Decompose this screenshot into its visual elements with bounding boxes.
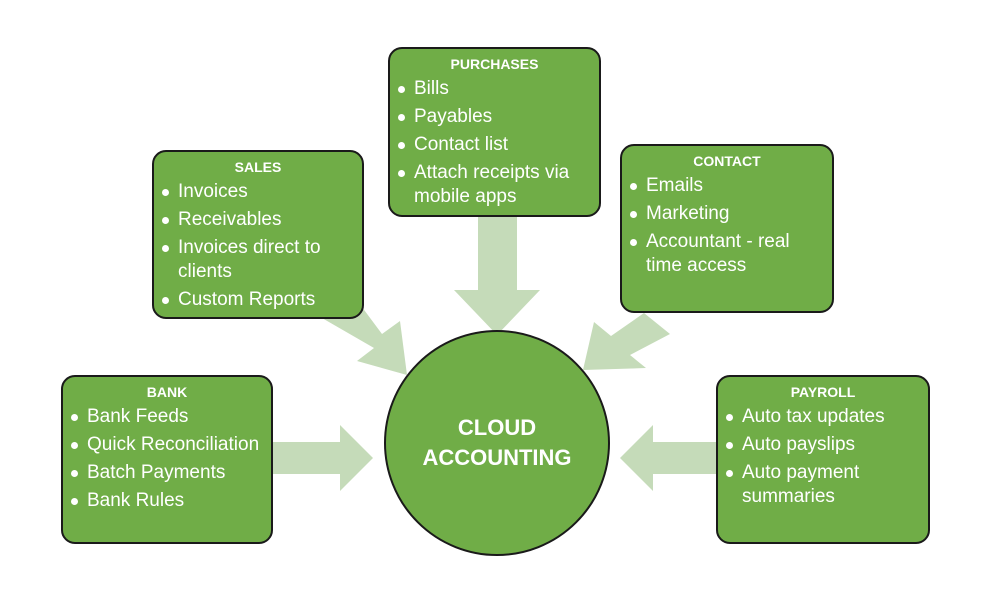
contact-item: Emails: [622, 174, 832, 198]
arrow-purchases-to-center: [454, 217, 540, 335]
purchases-box: PURCHASES Bills Payables Contact list At…: [388, 47, 601, 217]
bank-list: Bank Feeds Quick Reconciliation Batch Pa…: [63, 405, 271, 513]
arrow-payroll-to-center: [620, 425, 716, 491]
sales-item: Receivables: [154, 208, 362, 232]
payroll-title: PAYROLL: [790, 384, 856, 400]
bank-item: Bank Rules: [63, 489, 271, 513]
bank-box: BANK Bank Feeds Quick Reconciliation Bat…: [61, 375, 273, 544]
sales-item: Custom Reports: [154, 288, 362, 312]
arrow-bank-to-center: [273, 425, 373, 491]
bank-item: Quick Reconciliation: [63, 433, 271, 457]
sales-item: Invoices direct to clients: [154, 236, 362, 284]
contact-item: Marketing: [622, 202, 832, 226]
center-circle: CLOUD ACCOUNTING: [384, 330, 610, 556]
purchases-list: Bills Payables Contact list Attach recei…: [390, 77, 599, 209]
sales-box: SALES Invoices Receivables Invoices dire…: [152, 150, 364, 319]
sales-list: Invoices Receivables Invoices direct to …: [154, 180, 362, 312]
sales-title: SALES: [234, 159, 282, 175]
bank-item: Bank Feeds: [63, 405, 271, 429]
contact-item: Accountant - real time access: [622, 230, 832, 278]
payroll-list: Auto tax updates Auto payslips Auto paym…: [718, 405, 928, 509]
purchases-item: Payables: [390, 105, 599, 129]
payroll-item: Auto payment summaries: [718, 461, 928, 509]
payroll-item: Auto tax updates: [718, 405, 928, 429]
bank-title: BANK: [146, 384, 188, 400]
payroll-item: Auto payslips: [718, 433, 928, 457]
payroll-box: PAYROLL Auto tax updates Auto payslips A…: [716, 375, 930, 544]
purchases-item: Contact list: [390, 133, 599, 157]
arrow-contact-to-center: [583, 313, 670, 370]
purchases-item: Attach receipts via mobile apps: [390, 161, 599, 209]
purchases-title: PURCHASES: [450, 56, 539, 72]
sales-item: Invoices: [154, 180, 362, 204]
contact-list: Emails Marketing Accountant - real time …: [622, 174, 832, 278]
contact-box: CONTACT Emails Marketing Accountant - re…: [620, 144, 834, 313]
purchases-item: Bills: [390, 77, 599, 101]
contact-title: CONTACT: [693, 153, 761, 169]
center-title: CLOUD ACCOUNTING: [422, 415, 572, 470]
bank-item: Batch Payments: [63, 461, 271, 485]
